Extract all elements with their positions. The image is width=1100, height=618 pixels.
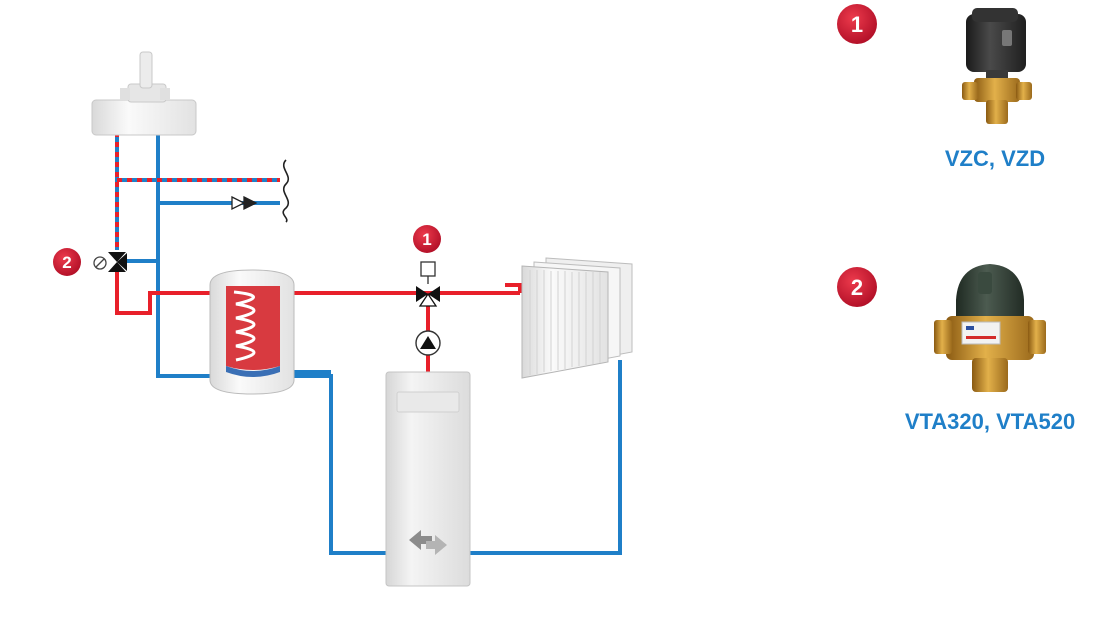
check-valve-icon (231, 195, 258, 211)
heating-coil (233, 290, 256, 362)
thermostatic-mixing-valve-icon (93, 252, 127, 272)
legend-badge-2: 2 (837, 267, 877, 307)
legend-badge-1: 1 (837, 4, 877, 44)
boiler-logo-icon (409, 530, 447, 555)
radiator-feed-pipe (505, 283, 522, 293)
badge-valve-1: 1 (413, 225, 441, 253)
pipe-break-mark (282, 159, 290, 223)
faucet (91, 51, 197, 136)
circulation-pump-icon (415, 330, 441, 356)
hot-water-cylinder (209, 269, 295, 395)
badge-valve-1-label: 1 (422, 230, 431, 249)
legend-product-name-2: VTA320, VTA520 (904, 409, 1076, 434)
legend-product-name-1: VZC, VZD (944, 146, 1046, 171)
legend-badge-2-label: 2 (851, 275, 863, 300)
radiator (521, 257, 633, 379)
zone-valve-product-image (962, 8, 1032, 124)
pipe-network (115, 132, 622, 555)
zone-valve-with-actuator-icon (416, 261, 440, 307)
hot-water-pipe-mixer-feed (115, 270, 212, 315)
badge-valve-2: 2 (53, 248, 81, 276)
mixing-valve-product-image (934, 264, 1046, 392)
badge-valve-2-label: 2 (62, 253, 71, 272)
boiler (385, 371, 471, 587)
legend-badge-1-label: 1 (851, 12, 863, 37)
heating-return-pipe (470, 360, 622, 555)
